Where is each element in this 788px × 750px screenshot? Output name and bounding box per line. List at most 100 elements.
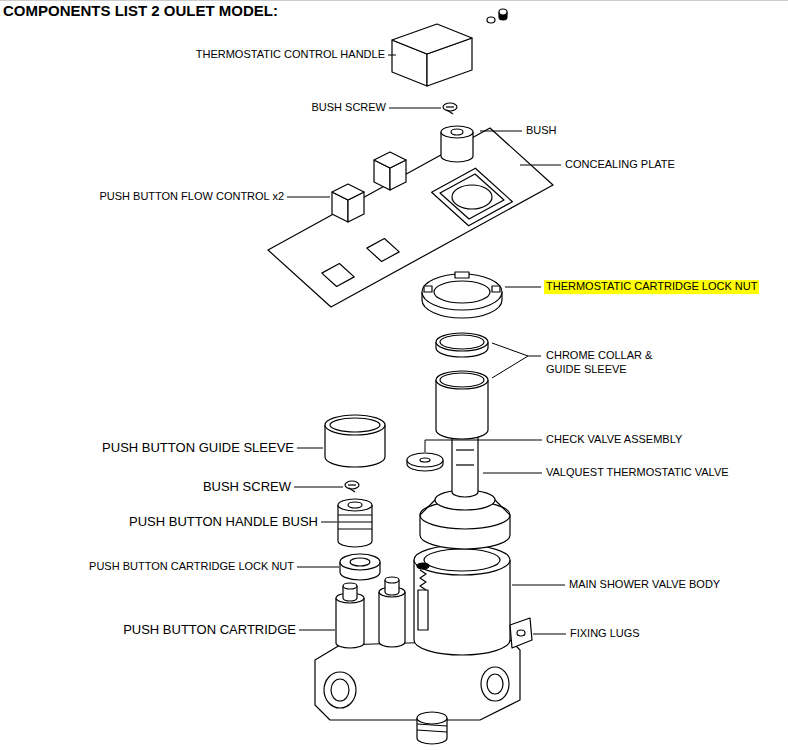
leader-line xyxy=(299,630,335,631)
part-label: THERMOSTATIC CONTROL HANDLE xyxy=(196,48,385,62)
part-label: CHROME COLLAR & GUIDE SLEEVE xyxy=(546,349,658,377)
cartridge-lock-nut xyxy=(422,274,502,310)
push-button-cartridge xyxy=(385,577,399,583)
top-rule xyxy=(0,0,788,1)
part-label: VALQUEST THERMOSTATIC VALVE xyxy=(546,466,729,480)
valve-body xyxy=(324,672,356,708)
part-label: MAIN SHOWER VALVE BODY xyxy=(569,578,720,592)
part-label: BUSH xyxy=(526,124,557,138)
leader-line xyxy=(287,197,330,198)
valve-body xyxy=(417,712,447,724)
leader-line xyxy=(297,448,323,449)
check-valve xyxy=(420,458,430,462)
fixing-lug xyxy=(517,630,525,636)
fixing-lug xyxy=(510,618,532,648)
push-button-handle-bush xyxy=(338,499,372,511)
concealing-plate xyxy=(432,168,513,226)
part-label: PUSH BUTTON CARTRIDGE xyxy=(123,622,296,638)
push-button-cartridge xyxy=(379,592,405,647)
part-label: THERMOSTATIC CARTRIDGE LOCK NUT xyxy=(544,280,759,294)
control-handle xyxy=(392,24,472,54)
bush xyxy=(441,126,473,138)
concealing-plate xyxy=(268,128,553,307)
bush-screw xyxy=(345,481,359,492)
chrome-collar xyxy=(436,333,488,351)
control-handle xyxy=(499,9,507,15)
chrome-collar xyxy=(440,335,484,349)
valve-body xyxy=(481,667,509,701)
thermostatic-valve xyxy=(420,427,510,549)
push-button-cap xyxy=(332,184,364,200)
control-handle xyxy=(487,17,495,23)
valve-body xyxy=(315,545,520,744)
push-button-cap xyxy=(374,152,406,168)
leader-line xyxy=(480,131,522,132)
push-button-guide-sleeve xyxy=(325,415,385,467)
concealing-plate xyxy=(452,185,492,209)
leader-line xyxy=(492,356,528,378)
control-handle xyxy=(392,9,507,86)
push-button-handle-bush xyxy=(338,499,372,547)
part-label: PUSH BUTTON CARTRIDGE LOCK NUT xyxy=(89,560,294,574)
leader-line xyxy=(512,585,565,586)
bush-screw xyxy=(446,106,454,107)
part-label: PUSH BUTTON HANDLE BUSH xyxy=(129,514,318,530)
push-button-guide-sleeve xyxy=(325,415,385,435)
cartridge-lock-nut xyxy=(434,281,490,303)
push-button-handle-bush xyxy=(338,521,372,522)
valve-body xyxy=(487,674,503,694)
push-button-cap xyxy=(332,152,406,222)
chrome-collar xyxy=(436,333,488,357)
bush xyxy=(451,129,463,135)
part-label: BUSH SCREW xyxy=(203,479,291,495)
push-button-guide-sleeve xyxy=(330,418,380,432)
cartridge-lock-nut xyxy=(424,286,432,292)
concealing-plate xyxy=(268,128,553,307)
diagram-title: COMPONENTS LIST 2 OULET MODEL: xyxy=(3,2,278,19)
cartridge-lock-nut xyxy=(422,272,502,318)
thermostatic-valve xyxy=(452,432,478,497)
guide-sleeve xyxy=(436,371,488,439)
part-label: PUSH BUTTON FLOW CONTROL x2 xyxy=(99,190,284,204)
concealing-plate xyxy=(322,264,354,287)
thermostatic-valve xyxy=(456,449,474,450)
push-button-handle-bush xyxy=(338,528,372,529)
concealing-plate xyxy=(440,174,504,219)
concealing-plate xyxy=(367,239,399,262)
push-button-handle-bush xyxy=(348,502,362,508)
leader-line xyxy=(533,634,566,635)
guide-sleeve xyxy=(436,371,488,389)
leader-line xyxy=(388,55,396,56)
bush-screw xyxy=(447,110,453,114)
leader-line xyxy=(505,287,541,288)
valve-body xyxy=(417,730,447,732)
bush-screw xyxy=(345,481,359,489)
cartridge-lock-nut xyxy=(455,272,469,278)
leader-line xyxy=(294,487,343,488)
push-button-lock-nut xyxy=(350,558,370,566)
bush-screw xyxy=(349,488,355,492)
check-valve xyxy=(407,453,443,467)
part-label: PUSH BUTTON GUIDE SLEEVE xyxy=(102,440,294,456)
valve-body xyxy=(424,549,500,571)
leader-line xyxy=(425,440,542,452)
valve-body xyxy=(418,590,428,630)
thermostatic-valve xyxy=(456,464,474,465)
leader-line xyxy=(287,55,566,634)
push-button-lock-nut xyxy=(340,554,380,570)
push-button-handle-bush xyxy=(338,514,372,515)
cartridge-lock-nut xyxy=(492,286,500,292)
part-label: BUSH SCREW xyxy=(311,101,386,115)
leader-line xyxy=(483,473,542,474)
fixing-lug xyxy=(510,618,532,648)
bush-screw xyxy=(348,484,356,485)
push-button-cartridge xyxy=(336,563,429,648)
bush xyxy=(441,126,473,162)
push-button-cartridge xyxy=(420,570,426,590)
push-button-cartridge xyxy=(417,563,429,569)
part-label: CONCEALING PLATE xyxy=(565,158,675,172)
leader-line xyxy=(389,108,441,109)
check-valve xyxy=(407,453,443,471)
